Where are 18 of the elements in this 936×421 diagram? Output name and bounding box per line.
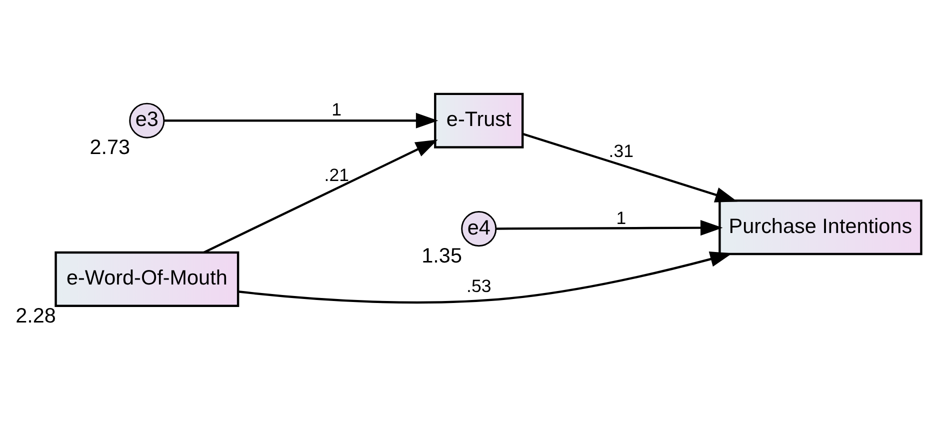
arrow [202, 139, 438, 253]
edge-label: .53 [466, 275, 491, 296]
node-box: e-Word-Of-Mouth [54, 250, 239, 306]
edge-label: .21 [324, 164, 348, 184]
edge-label: 1 [616, 207, 626, 228]
node-label: 2.28 [15, 304, 56, 327]
arrow [522, 132, 737, 202]
arrow [238, 251, 732, 304]
node-box: Purchase Intentions [718, 199, 922, 255]
node-label: 1.35 [421, 244, 462, 267]
node-circle: e4 [460, 210, 496, 246]
node-circle: e3 [128, 102, 164, 138]
edge-label: .31 [608, 140, 633, 161]
arrow [496, 220, 722, 236]
arrow [164, 112, 438, 128]
node-label: 2.73 [89, 136, 130, 159]
node-box: e-Trust [434, 92, 524, 148]
edge-label: 1 [331, 99, 342, 120]
